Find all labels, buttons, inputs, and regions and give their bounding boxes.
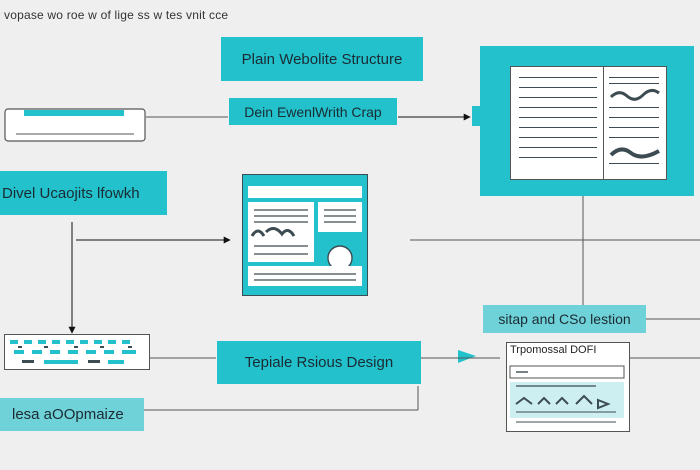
laptop-icon-graphic bbox=[4, 108, 146, 142]
responsive-page-graphic bbox=[509, 365, 625, 423]
node-devel-insights-label: Divel Ucaojits lfowkh bbox=[2, 184, 140, 202]
node-setup-section: sitap and CSo lestion bbox=[483, 305, 646, 333]
chart-wave-icon bbox=[609, 88, 660, 101]
node-test-optimize: lesa aOOpmaize bbox=[0, 398, 144, 431]
diagram-caption: vopase wo roe w of lige ss w tes vnit cc… bbox=[4, 8, 229, 22]
keyboard-icon bbox=[4, 334, 150, 370]
node-design-event-label: Dein EwenlWrith Crap bbox=[244, 103, 382, 120]
node-setup-section-label: sitap and CSo lestion bbox=[498, 311, 631, 327]
node-plan-structure-label: Plain Webolite Structure bbox=[241, 50, 403, 68]
responsive-page-title: Trpomossal DOFI bbox=[510, 344, 597, 356]
laptop-icon bbox=[4, 108, 146, 142]
browser-window-graphic bbox=[242, 174, 368, 296]
keyboard-graphic bbox=[4, 334, 150, 370]
node-test-optimize-label: lesa aOOpmaize bbox=[12, 406, 124, 423]
responsive-page-icon: Trpomossal DOFI bbox=[506, 342, 630, 432]
node-design-event: Dein EwenlWrith Crap bbox=[229, 98, 397, 125]
chart-wave-icon bbox=[609, 147, 660, 159]
node-template-design-label: Tepiale Rsious Design bbox=[244, 354, 394, 371]
node-template-design: Tepiale Rsious Design bbox=[217, 341, 421, 384]
monitor-icon bbox=[472, 46, 694, 196]
browser-window-icon bbox=[242, 174, 368, 296]
node-devel-insights: Divel Ucaojits lfowkh bbox=[0, 171, 167, 215]
node-plan-structure: Plain Webolite Structure bbox=[221, 37, 423, 81]
